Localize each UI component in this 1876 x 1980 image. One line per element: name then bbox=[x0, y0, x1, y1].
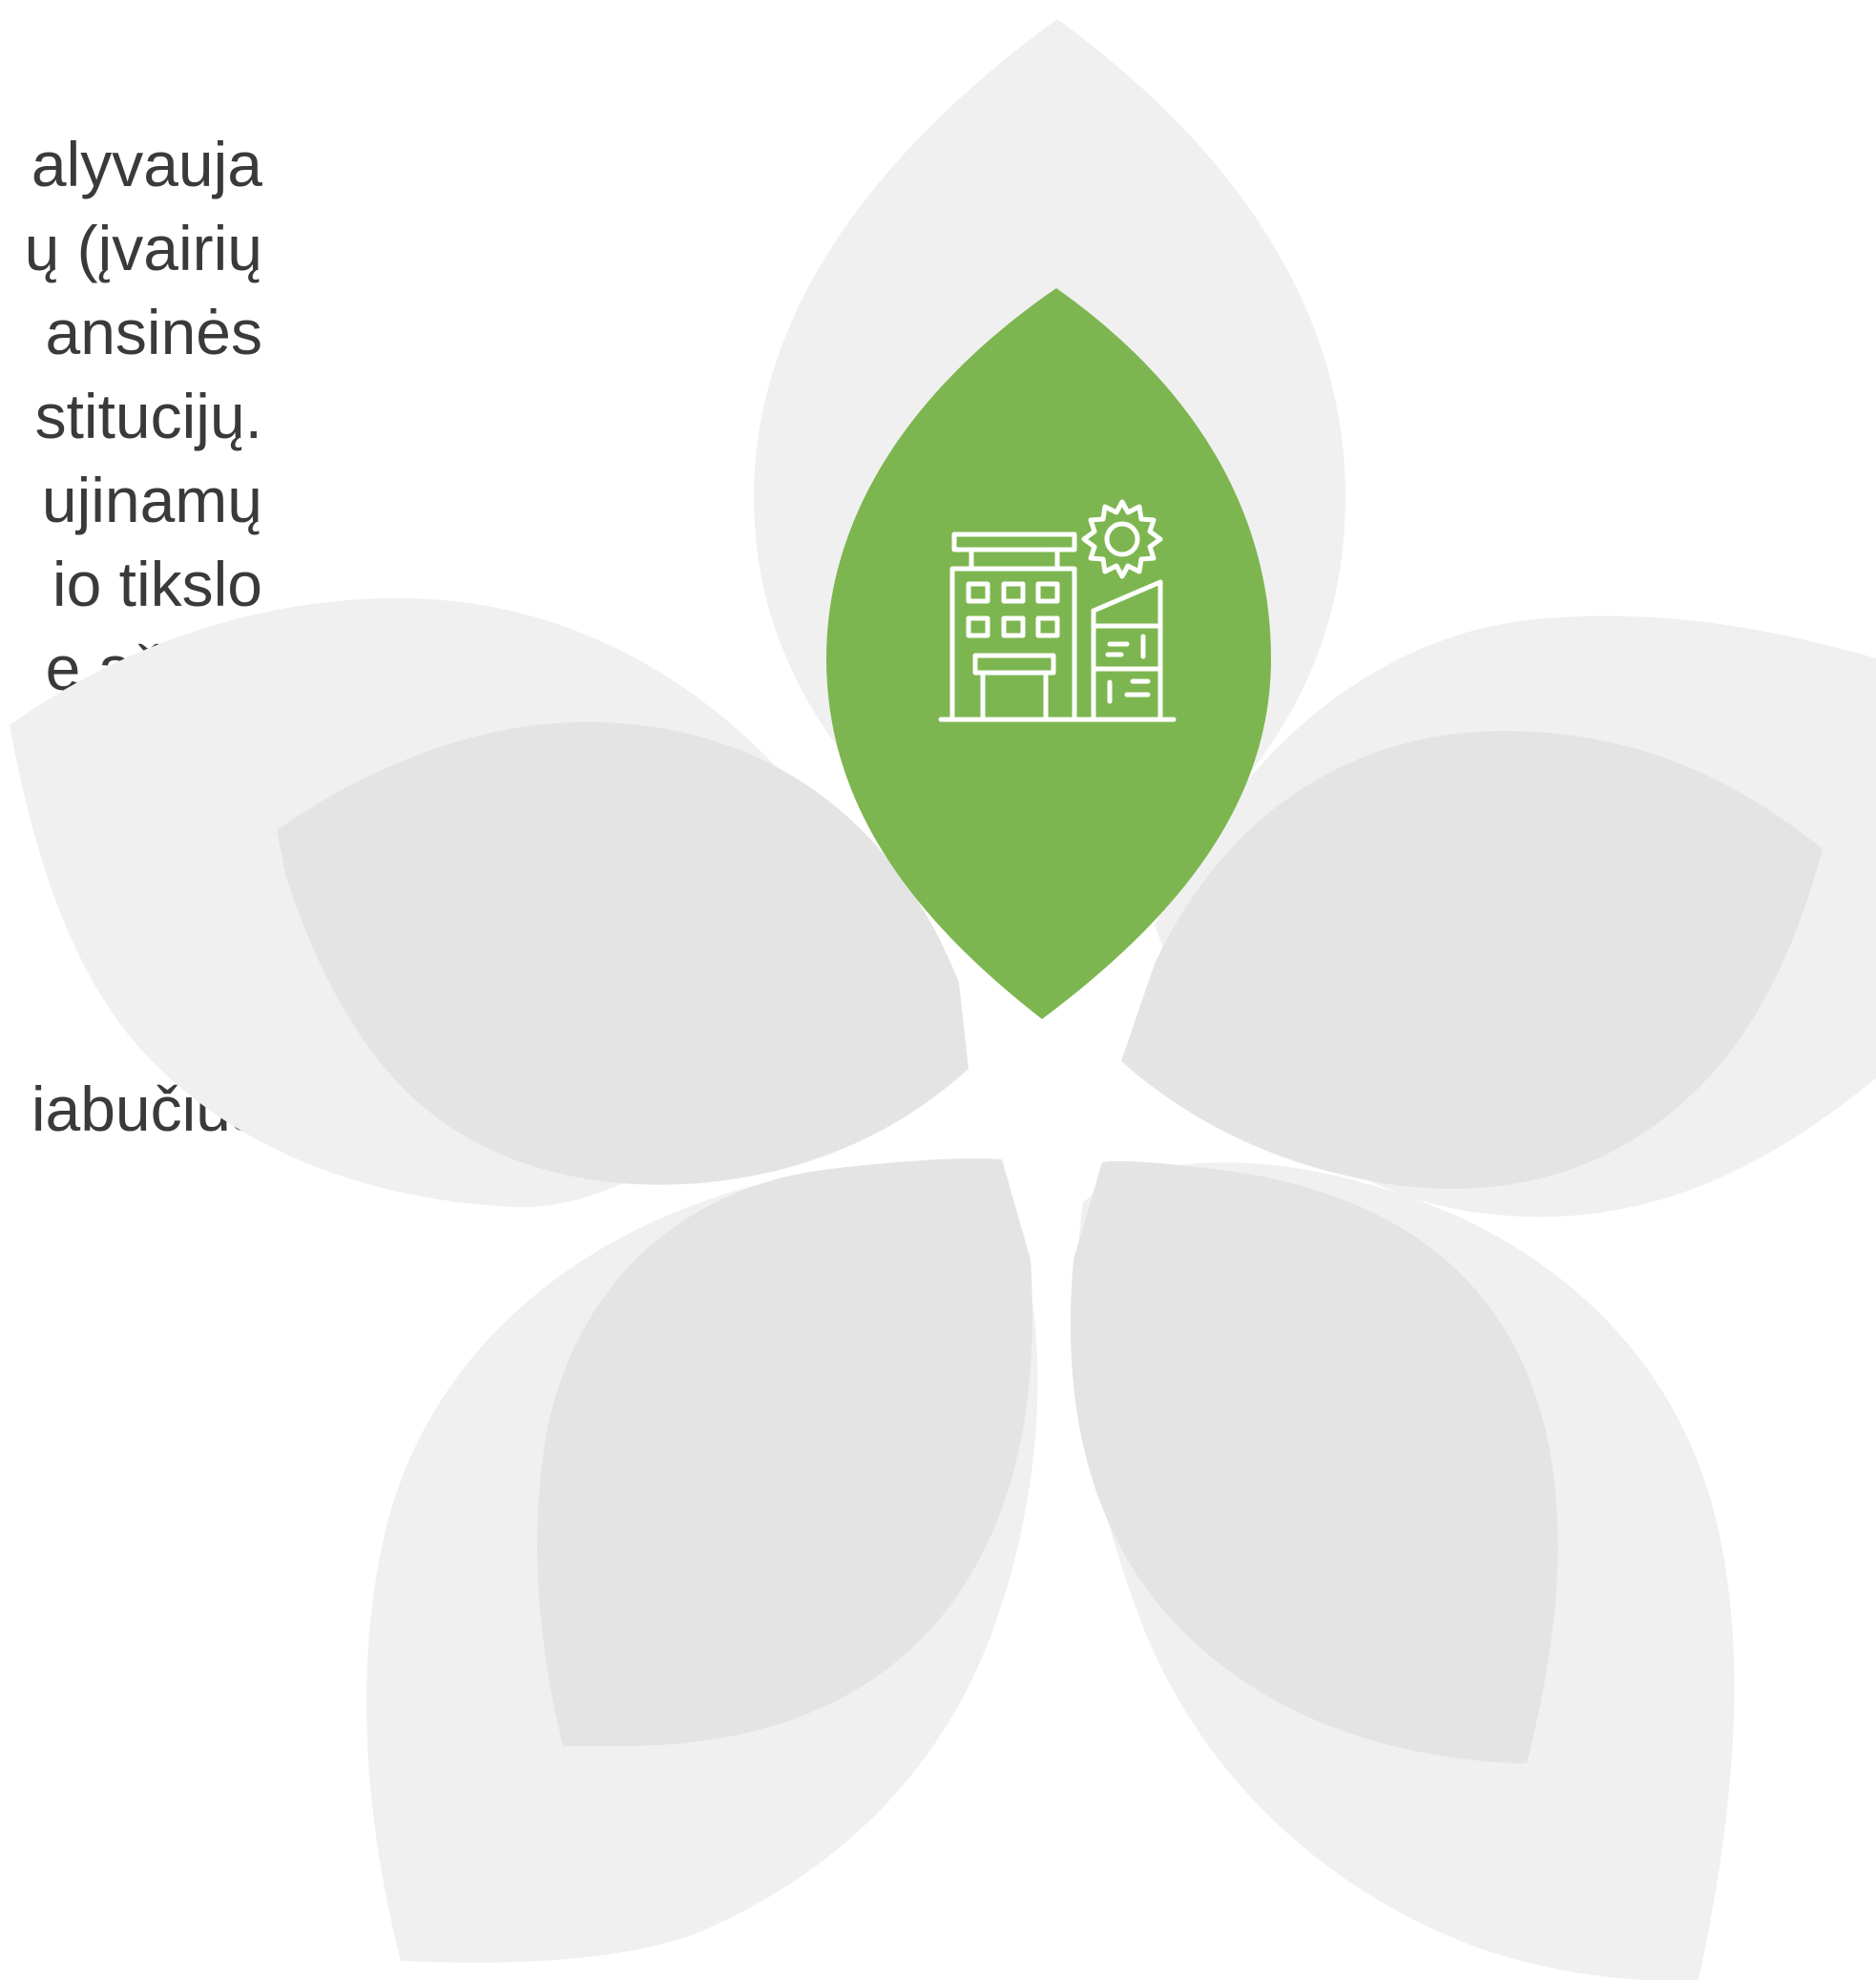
inner-petal-bottom-left bbox=[537, 1158, 1032, 1746]
text-line-6: io tikslo bbox=[52, 549, 262, 619]
text-line-2: ų (įvairių bbox=[24, 213, 262, 283]
inner-petal-bottom-right bbox=[1070, 1160, 1558, 1763]
inner-petal-left bbox=[277, 721, 969, 1185]
inner-petal-right bbox=[1121, 731, 1823, 1189]
text-line-3: ansinės bbox=[45, 297, 263, 367]
text-line-4: stitucijų. bbox=[34, 381, 262, 451]
building-with-gear-icon bbox=[938, 499, 1177, 722]
text-line-5: ujinamų bbox=[41, 465, 262, 535]
text-line-1: alyvauja bbox=[31, 129, 262, 199]
inner-petals bbox=[277, 721, 1823, 1763]
